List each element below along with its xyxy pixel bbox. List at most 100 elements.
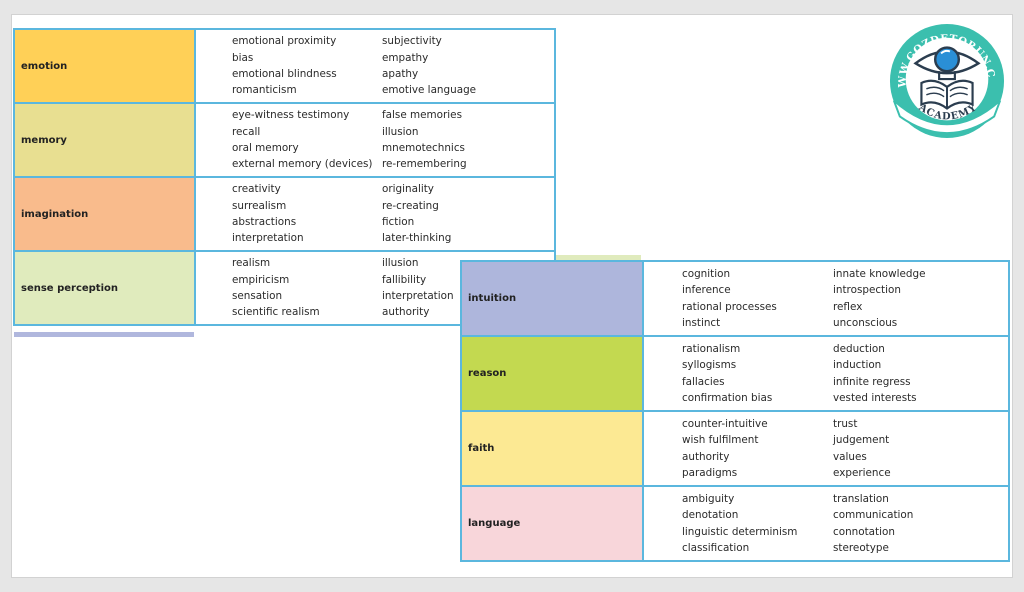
term: romanticism <box>232 84 297 97</box>
table-row-intuition: intuition cognition innate knowledge infere… <box>460 260 1010 337</box>
term: surrealism <box>232 199 287 212</box>
table-row-reason: reason rationalism deduction syllogisms indu… <box>460 335 1010 412</box>
terms-cell: rationalism deduction syllogisms induction f… <box>642 335 1010 412</box>
term: wish fulfilment <box>682 434 759 447</box>
term: recall <box>232 125 261 138</box>
category-label-intuition: intuition <box>460 260 644 337</box>
term: illusion <box>382 125 419 138</box>
term: fiction <box>382 216 415 228</box>
term: counter-intuitive <box>682 417 768 430</box>
term: realism <box>232 257 271 270</box>
table-row-memory: memory eye-witness testimony false memorie… <box>13 102 556 178</box>
term: oral memory <box>232 142 299 154</box>
term: interpretation <box>232 232 304 245</box>
terms-cell: cognition innate knowledge inference intros… <box>642 260 1010 337</box>
term: linguistic determinism <box>682 525 798 538</box>
ways-of-knowing-table-left: emotion emotional proximity subjectivity bi… <box>13 28 556 326</box>
term: scientific realism <box>232 306 320 319</box>
category-label-faith: faith <box>460 410 644 487</box>
term: inference <box>682 284 731 297</box>
term: confirmation bias <box>682 391 773 404</box>
terms-list: rationalism deduction syllogisms induction f… <box>644 341 1008 406</box>
term: originality <box>382 183 434 196</box>
terms-list: ambiguity translation denotation communicat… <box>644 491 1008 556</box>
term: empiricism <box>232 273 290 286</box>
term: trust <box>833 417 858 430</box>
table-row-emotion: emotion emotional proximity subjectivity bi… <box>13 28 556 104</box>
term: fallacies <box>682 375 725 388</box>
term: mnemotechnics <box>382 142 465 154</box>
term: later-thinking <box>382 232 452 245</box>
term: eye-witness testimony <box>232 109 350 122</box>
term: bias <box>232 51 254 64</box>
term: reflex <box>833 300 863 313</box>
term: classification <box>682 541 750 554</box>
academy-logo: WWW.GOZDETORUN.COM ACADEMY <box>888 22 1005 139</box>
term: re-creating <box>382 199 439 212</box>
term: syllogisms <box>682 359 737 372</box>
term: innate knowledge <box>833 267 926 280</box>
term: illusion <box>382 257 419 270</box>
term: emotional blindness <box>232 68 337 80</box>
term: values <box>833 450 867 463</box>
category-label-reason: reason <box>460 335 644 412</box>
term: connotation <box>833 525 895 538</box>
terms-cell: ambiguity translation denotation communicat… <box>642 485 1010 562</box>
category-label-sense-perception: sense perception <box>13 250 196 326</box>
term: cognition <box>682 267 731 280</box>
term: instinct <box>682 316 721 329</box>
term: subjectivity <box>382 35 442 48</box>
term: paradigms <box>682 466 738 479</box>
term: abstractions <box>232 216 297 228</box>
term: authority <box>682 450 730 463</box>
table-row-imagination: imagination creativity originality surreali… <box>13 176 556 252</box>
table-row-language: language ambiguity translation denotation co… <box>460 485 1010 562</box>
term: vested interests <box>833 391 917 404</box>
term: fallibility <box>382 273 427 286</box>
table-row-faith: faith counter-intuitive trust wish fulfilme… <box>460 410 1010 487</box>
term: deduction <box>833 342 885 355</box>
term: sensation <box>232 290 283 302</box>
term: stereotype <box>833 541 889 554</box>
term: creativity <box>232 183 281 196</box>
term: emotive language <box>382 84 477 97</box>
terms-cell: emotional proximity subjectivity bias empat… <box>194 28 556 104</box>
terms-cell: creativity originality surrealism re-creati… <box>194 176 556 252</box>
term: infinite regress <box>833 375 911 388</box>
ways-of-knowing-table-right: intuition cognition innate knowledge infere… <box>460 260 1010 562</box>
term: rational processes <box>682 300 777 313</box>
term: authority <box>382 306 430 319</box>
category-label-imagination: imagination <box>13 176 196 252</box>
term: communication <box>833 509 914 522</box>
term: re-remembering <box>382 158 467 171</box>
terms-list: counter-intuitive trust wish fulfilment jud… <box>644 416 1008 481</box>
term: interpretation <box>382 290 454 302</box>
term: induction <box>833 359 882 372</box>
terms-cell: counter-intuitive trust wish fulfilment jud… <box>642 410 1010 487</box>
term: judgement <box>833 434 890 447</box>
term: experience <box>833 466 891 479</box>
term: empathy <box>382 51 429 64</box>
term: external memory (devices) <box>232 158 373 171</box>
term: ambiguity <box>682 492 735 505</box>
terms-list: realism illusion empiricism fallibility sens… <box>196 255 554 320</box>
term: emotional proximity <box>232 35 337 48</box>
terms-list: eye-witness testimony false memories recal… <box>196 107 554 172</box>
logo-ribbon <box>892 99 1002 134</box>
term: apathy <box>382 68 419 80</box>
term: introspection <box>833 284 901 297</box>
terms-list: emotional proximity subjectivity bias empat… <box>196 33 554 98</box>
term: unconscious <box>833 316 898 329</box>
terms-list: creativity originality surrealism re-creati… <box>196 181 554 246</box>
term: translation <box>833 492 889 505</box>
term: false memories <box>382 109 462 122</box>
category-label-memory: memory <box>13 102 196 178</box>
term: denotation <box>682 509 739 522</box>
eye-book-icon <box>913 46 981 110</box>
terms-list: cognition innate knowledge inference intros… <box>644 266 1008 331</box>
term: rationalism <box>682 342 741 355</box>
table-edge-strip <box>14 332 194 337</box>
category-label-language: language <box>460 485 644 562</box>
terms-cell: eye-witness testimony false memories recal… <box>194 102 556 178</box>
category-label-emotion: emotion <box>13 28 196 104</box>
